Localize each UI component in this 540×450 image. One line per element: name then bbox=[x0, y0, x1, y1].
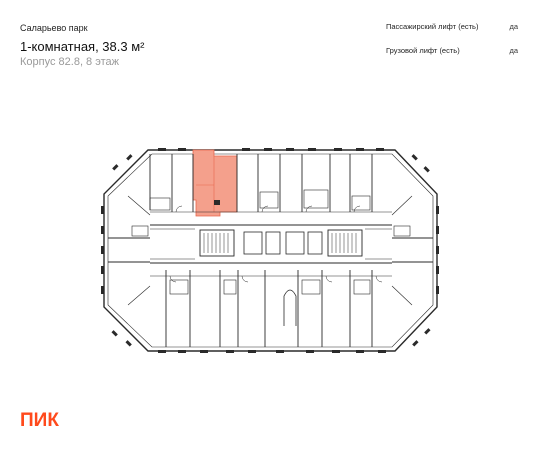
apartment-title: 1-комнатная, 38.3 м² bbox=[20, 39, 145, 54]
feature-value: да bbox=[509, 46, 518, 55]
features-list: Пассажирский лифт (есть) да Грузовой лиф… bbox=[386, 22, 518, 70]
feature-value: да bbox=[509, 22, 518, 31]
building-outline bbox=[103, 149, 438, 352]
feature-freight-lift: Грузовой лифт (есть) да bbox=[386, 46, 518, 70]
feature-passenger-lift: Пассажирский лифт (есть) да bbox=[386, 22, 518, 46]
highlighted-apartment[interactable] bbox=[192, 149, 238, 217]
feature-label: Грузовой лифт (есть) bbox=[386, 46, 460, 55]
project-name: Саларьево парк bbox=[20, 23, 88, 33]
building-floor-subtitle: Корпус 82.8, 8 этаж bbox=[20, 56, 119, 68]
feature-label: Пассажирский лифт (есть) bbox=[386, 22, 479, 31]
pik-logo: ПИК bbox=[20, 410, 59, 429]
logo-text: ПИК bbox=[20, 410, 59, 429]
